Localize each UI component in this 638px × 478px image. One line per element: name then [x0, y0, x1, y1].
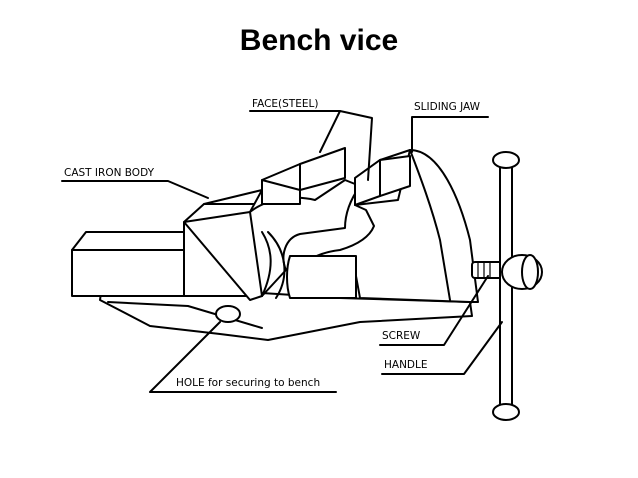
- handle-top-knob: [492, 151, 520, 169]
- screw-leader: [379, 275, 489, 346]
- body-leader: [61, 180, 209, 199]
- label-handle: HANDLE: [384, 359, 428, 371]
- page-title: Bench vice: [239, 24, 399, 57]
- label-cast-iron-body: CAST IRON BODY: [64, 167, 155, 179]
- label-screw: SCREW: [382, 330, 421, 342]
- label-hole: HOLE for securing to bench: [176, 377, 320, 389]
- label-face-steel: FACE(STEEL): [252, 98, 318, 110]
- label-sliding-jaw: SLIDING JAW: [414, 101, 481, 113]
- face-leader: [249, 110, 341, 153]
- handle-bottom-knob: [492, 403, 520, 421]
- mounting-hole: [215, 305, 241, 323]
- rear-bar: [71, 231, 191, 251]
- screw: [471, 261, 503, 279]
- sliding-jaw-leader: [411, 116, 489, 153]
- handle-leader: [381, 321, 503, 375]
- handle-bar: [499, 161, 513, 413]
- hole-leader: [149, 321, 337, 393]
